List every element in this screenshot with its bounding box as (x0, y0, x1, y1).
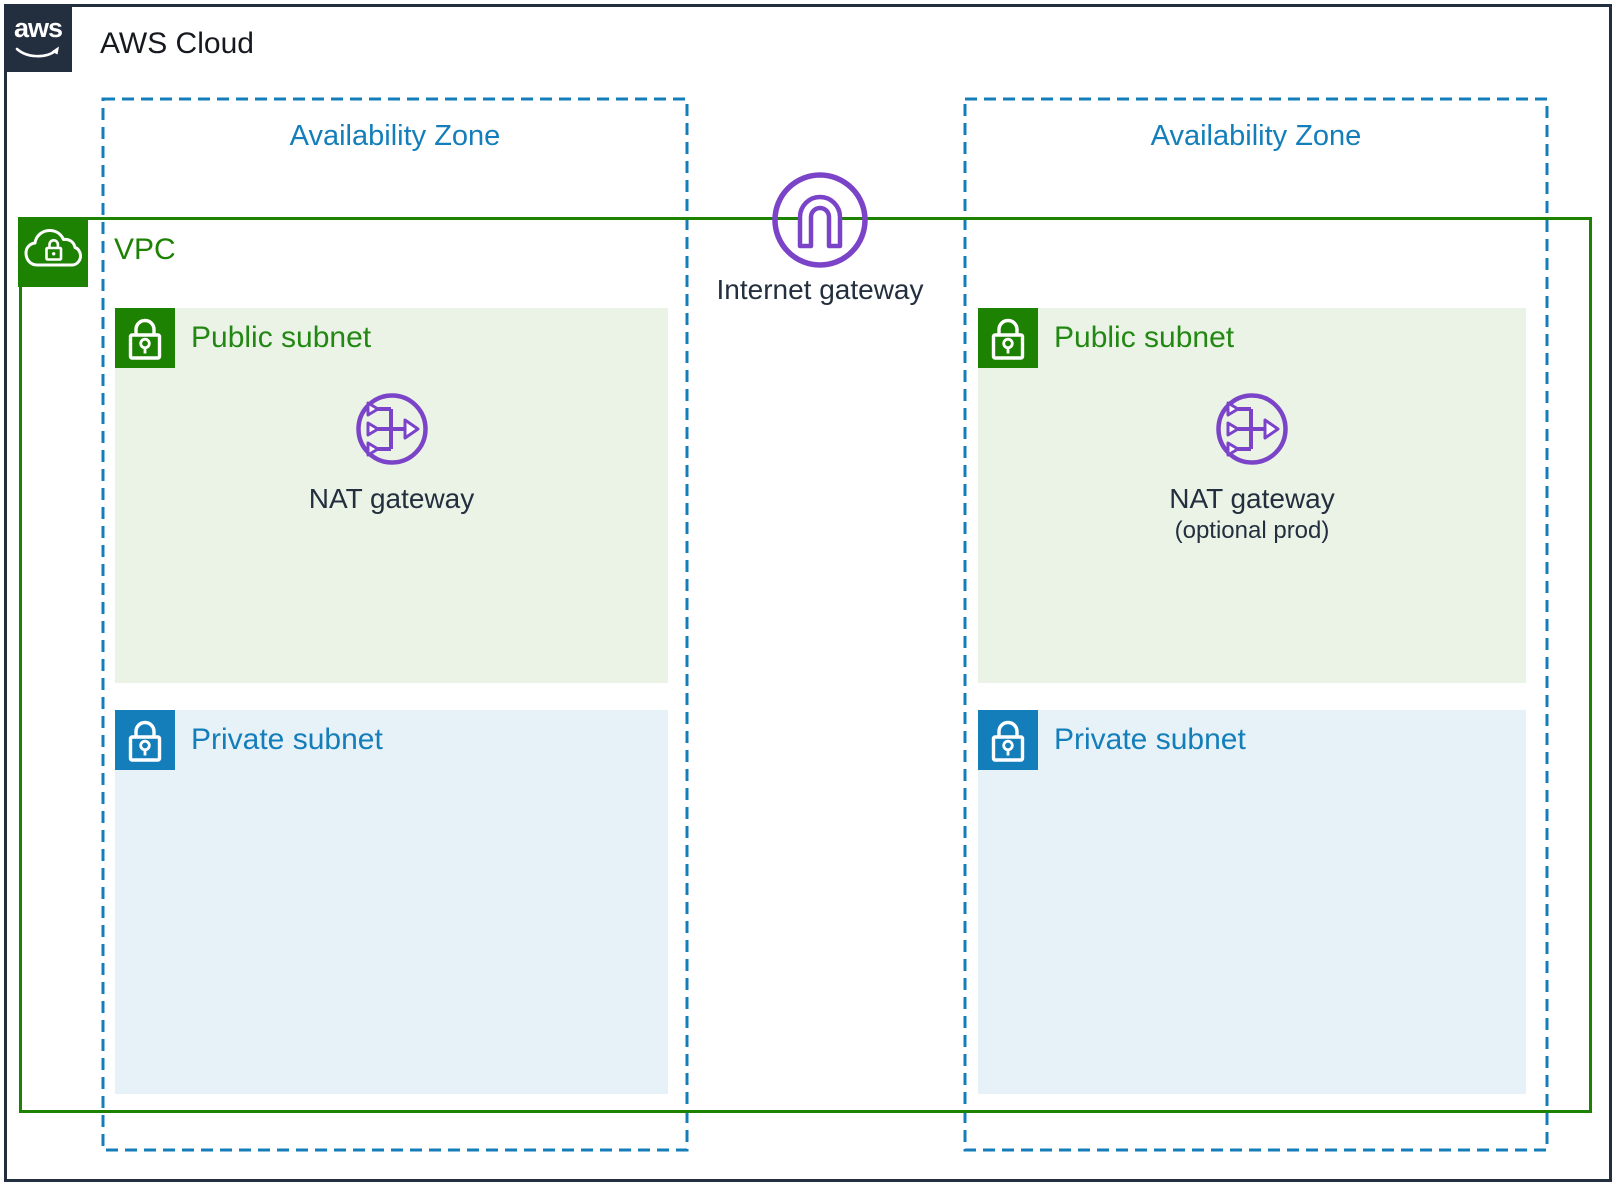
private-subnet-lock-icon (978, 710, 1038, 770)
aws-cloud-border (4, 4, 1612, 1182)
private-subnet-az1: Private subnet (115, 710, 668, 1094)
nat-gateway-icon (1216, 393, 1288, 465)
aws-smile-icon (15, 46, 59, 58)
private-subnet-lock-icon (115, 710, 175, 770)
internet-gateway-icon (772, 172, 868, 268)
public-subnet-label: Public subnet (1054, 321, 1235, 354)
availability-zone-left-border (101, 97, 689, 1152)
availability-zone-right-border (963, 97, 1549, 1152)
private-subnet-label: Private subnet (1054, 723, 1246, 756)
public-subnet-label: Public subnet (191, 321, 372, 354)
vpc-label: VPC (114, 233, 176, 266)
public-subnet-lock-icon (115, 308, 175, 368)
public-subnet-az1: Public subnet NAT gateway (115, 308, 668, 683)
nat-gateway-icon (355, 393, 428, 465)
nat-gateway-az1: NAT gateway (115, 388, 668, 515)
vpc-icon (18, 217, 88, 287)
internet-gateway: Internet gateway (695, 170, 945, 306)
nat-gateway-note: (optional prod) (1174, 517, 1330, 544)
private-subnet-label: Private subnet (191, 723, 383, 756)
aws-logo-text: aws (13, 13, 63, 43)
nat-gateway-az2: NAT gateway (optional prod) (978, 388, 1526, 545)
cloud-lock-icon (24, 229, 82, 267)
internet-gateway-label: Internet gateway (716, 274, 924, 305)
availability-zone-right-label: Availability Zone (1150, 120, 1362, 152)
public-subnet-az2: Public subnet NAT gateway (optional prod… (978, 308, 1526, 683)
nat-gateway-label: NAT gateway (1169, 483, 1335, 514)
availability-zone-left-label: Availability Zone (289, 120, 501, 152)
private-subnet-az2: Private subnet (978, 710, 1526, 1094)
aws-cloud-title: AWS Cloud (100, 27, 254, 60)
nat-gateway-label: NAT gateway (308, 483, 475, 514)
aws-logo: aws (4, 4, 72, 72)
public-subnet-lock-icon (978, 308, 1038, 368)
